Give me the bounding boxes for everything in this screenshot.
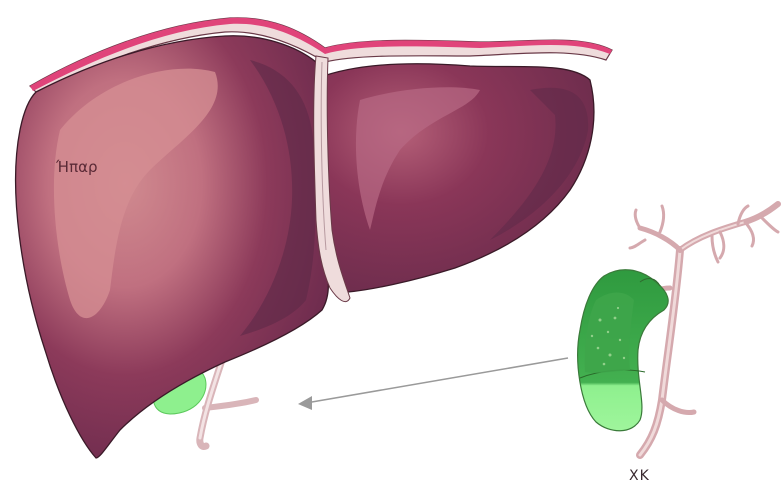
- liver-label: Ήπαρ: [56, 158, 98, 176]
- gallbladder: [578, 270, 668, 431]
- gallbladder-label: ΧΚ: [629, 468, 650, 484]
- bile-duct-under-liver: [200, 360, 256, 447]
- left-arrow: [298, 358, 568, 410]
- biliary-tree: [630, 204, 778, 455]
